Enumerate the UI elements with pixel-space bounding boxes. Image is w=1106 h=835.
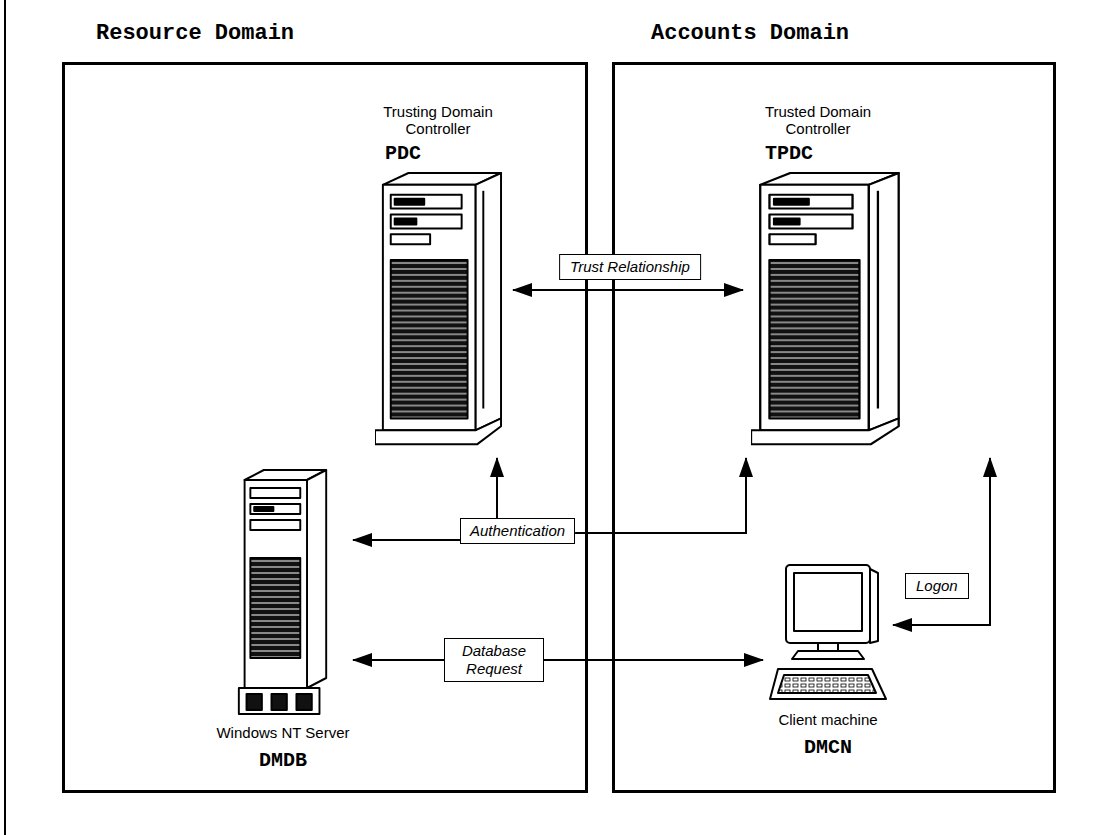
connector-arrow (353, 539, 460, 541)
tower-icon (375, 171, 503, 458)
connector-arrow (893, 458, 990, 625)
box-label: Authentication (470, 522, 565, 540)
edge-label-holder: Logon (905, 573, 969, 599)
connector-arrow (575, 458, 746, 533)
server-icon (235, 468, 331, 718)
authentication-box: Authentication (460, 518, 575, 544)
machine-name: TPDC (765, 142, 875, 165)
machine-name: PDC (385, 142, 495, 165)
machine-drawing (239, 470, 326, 714)
domain-box: Resource DomainTrusting Domain Controlle… (62, 62, 588, 793)
machine-label: Trusting Domain Controller (363, 103, 513, 138)
tower-icon (751, 171, 901, 458)
domain-controller: Trusting Domain ControllerPDC (363, 103, 513, 458)
machine-drawing (375, 173, 501, 444)
machine-drawing (751, 173, 899, 444)
edge-label: Database Request (444, 638, 544, 682)
machine-label: Windows NT Server (213, 724, 353, 741)
domain-box: Accounts DomainTrusted Domain Controller… (612, 62, 1056, 793)
machine-label: Trusted Domain Controller (743, 103, 893, 138)
edge-label: Logon (905, 573, 969, 599)
client-machine: Client machineDMCN (763, 563, 893, 778)
server-machine: Windows NT ServerDMDB (213, 468, 353, 788)
machine-name: DMCN (763, 736, 893, 759)
computer-icon (768, 563, 888, 703)
machine-name: DMDB (213, 749, 353, 772)
machine-label: Client machine (763, 711, 893, 728)
connector-arrow (496, 458, 498, 518)
machine-drawing (770, 565, 886, 699)
connector-arrow (353, 659, 763, 661)
edge-label: Trust Relationship (559, 254, 701, 280)
page-edge-line (4, 0, 6, 835)
edge-label-holder: Database Request (444, 638, 544, 682)
domain-controller: Trusted Domain ControllerTPDC (743, 103, 1003, 458)
domain-title: Resource Domain (96, 21, 294, 46)
domain-title: Accounts Domain (651, 21, 849, 46)
edge-label-holder: Trust Relationship (559, 254, 701, 280)
connector-arrow (513, 289, 743, 291)
